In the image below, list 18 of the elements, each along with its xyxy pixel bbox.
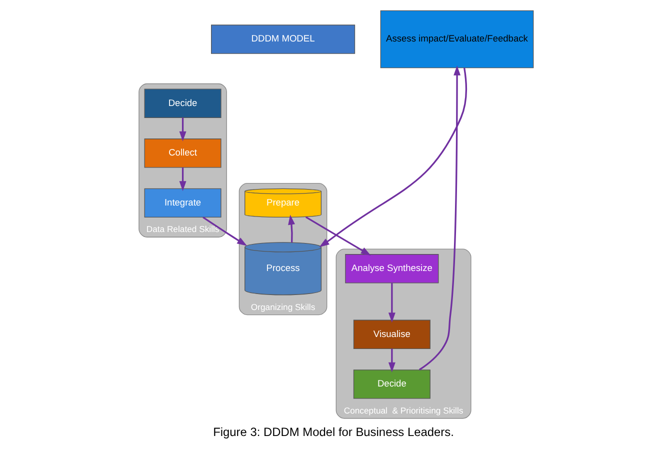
node-box: DDDM MODEL: [211, 24, 356, 54]
node-box: Collect: [144, 138, 222, 168]
arrow: [202, 216, 248, 246]
node-box: Decide: [144, 88, 222, 118]
arrow: [288, 214, 295, 242]
arrow: [388, 282, 396, 323]
arrow: [305, 216, 371, 256]
arrow: [179, 118, 186, 142]
arrow: [319, 68, 467, 248]
caption: Figure 3: DDDM Model for Business Leaders.: [213, 424, 454, 439]
arrow: [418, 65, 461, 370]
node-box: Analyse Synthesize: [345, 254, 439, 284]
node-box: Assess impact/Evaluate/Feedback: [380, 10, 534, 68]
arrow: [388, 348, 396, 372]
node-box: Decide: [353, 370, 430, 399]
node-box: Integrate: [144, 188, 222, 218]
arrow: [179, 168, 186, 192]
node-box: Visualise: [353, 320, 430, 349]
